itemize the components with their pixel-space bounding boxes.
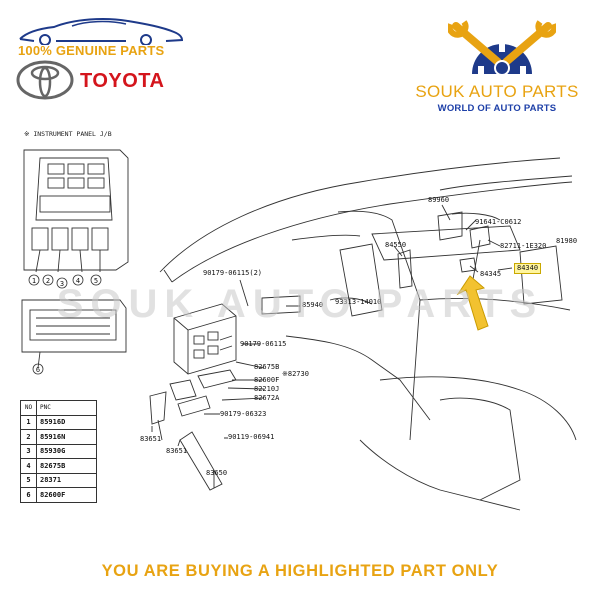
- callout-81980: 81980: [556, 237, 578, 245]
- row-no: 5: [20, 472, 37, 488]
- callout-85940: 85940: [302, 301, 324, 309]
- row-pnc: 85916D: [36, 414, 97, 430]
- header-no: NO: [20, 400, 37, 416]
- callout-90119: 90119-06941: [228, 433, 275, 441]
- callout-93313: 93313-14010: [335, 298, 382, 306]
- row-no: 6: [20, 487, 37, 503]
- footer-note: YOU ARE BUYING A HIGHLIGHTED PART ONLY: [101, 562, 499, 580]
- callout-82711: 82711-1E320: [500, 242, 547, 250]
- callout-90179-06323: 90179-06323: [220, 410, 267, 418]
- junction-block-drawing: [21, 149, 129, 369]
- callout-82675b: 82675B: [254, 363, 280, 371]
- callout-84550: 84550: [385, 241, 407, 249]
- fuse-box-markers: 1 2 3 4 5 6: [28, 274, 102, 375]
- callout-84340-highlighted: 84340: [514, 263, 542, 274]
- row-no: 1: [20, 414, 37, 430]
- toyota-emblem-icon: [16, 60, 74, 100]
- wrench-gear-icon: [448, 20, 556, 76]
- fuse-marker-6: 6: [36, 366, 40, 374]
- callout-83650: 83650: [206, 469, 228, 477]
- callout-90179-06115-2: 90179-06115(2): [203, 269, 263, 277]
- brand-name: TOYOTA: [80, 70, 165, 92]
- callout-84345: 84345: [480, 270, 502, 278]
- fuse-marker-3: 3: [60, 280, 64, 288]
- fuse-box-drawing: [149, 303, 237, 491]
- car-outline-icon: [19, 18, 184, 45]
- fuse-marker-5: 5: [94, 277, 98, 285]
- row-pnc: 28371: [36, 472, 97, 488]
- callout-89960: 89960: [428, 196, 450, 204]
- highlight-arrow-icon: [456, 275, 489, 331]
- callout-82730: ※82730: [282, 370, 309, 378]
- callout-82210j: 82210J: [254, 385, 280, 393]
- row-no: 3: [20, 443, 37, 459]
- row-pnc: 85916N: [36, 429, 97, 445]
- row-pnc: 82675B: [36, 458, 97, 474]
- pnc-table-header: NO PNC: [20, 400, 97, 416]
- row-pnc: 85930G: [36, 443, 97, 459]
- callout-82672a: 82672A: [254, 394, 280, 402]
- header-pnc: PNC: [36, 400, 97, 416]
- diagram-title: ※ INSTRUMENT PANEL J/B: [24, 130, 112, 138]
- row-pnc: 82600F: [36, 487, 97, 503]
- store-name: SOUK AUTO PARTS: [415, 82, 579, 101]
- watermark: SOUK AUTO PARTS: [56, 282, 544, 326]
- callout-83651-b: 83651: [166, 447, 188, 455]
- row-no: 4: [20, 458, 37, 474]
- row-no: 2: [20, 429, 37, 445]
- fuse-marker-2: 2: [46, 277, 50, 285]
- genuine-parts-label: 100% GENUINE PARTS: [18, 43, 165, 58]
- callout-91641: 91641-C0612: [475, 218, 522, 226]
- callout-82600f: 82600F: [254, 376, 280, 384]
- store-tagline: WORLD OF AUTO PARTS: [437, 103, 557, 114]
- fuse-marker-4: 4: [76, 277, 80, 285]
- fuse-marker-1: 1: [32, 277, 36, 285]
- callout-90179-06115: 90179-06115: [240, 340, 287, 348]
- callout-83651-a: 83651: [140, 435, 162, 443]
